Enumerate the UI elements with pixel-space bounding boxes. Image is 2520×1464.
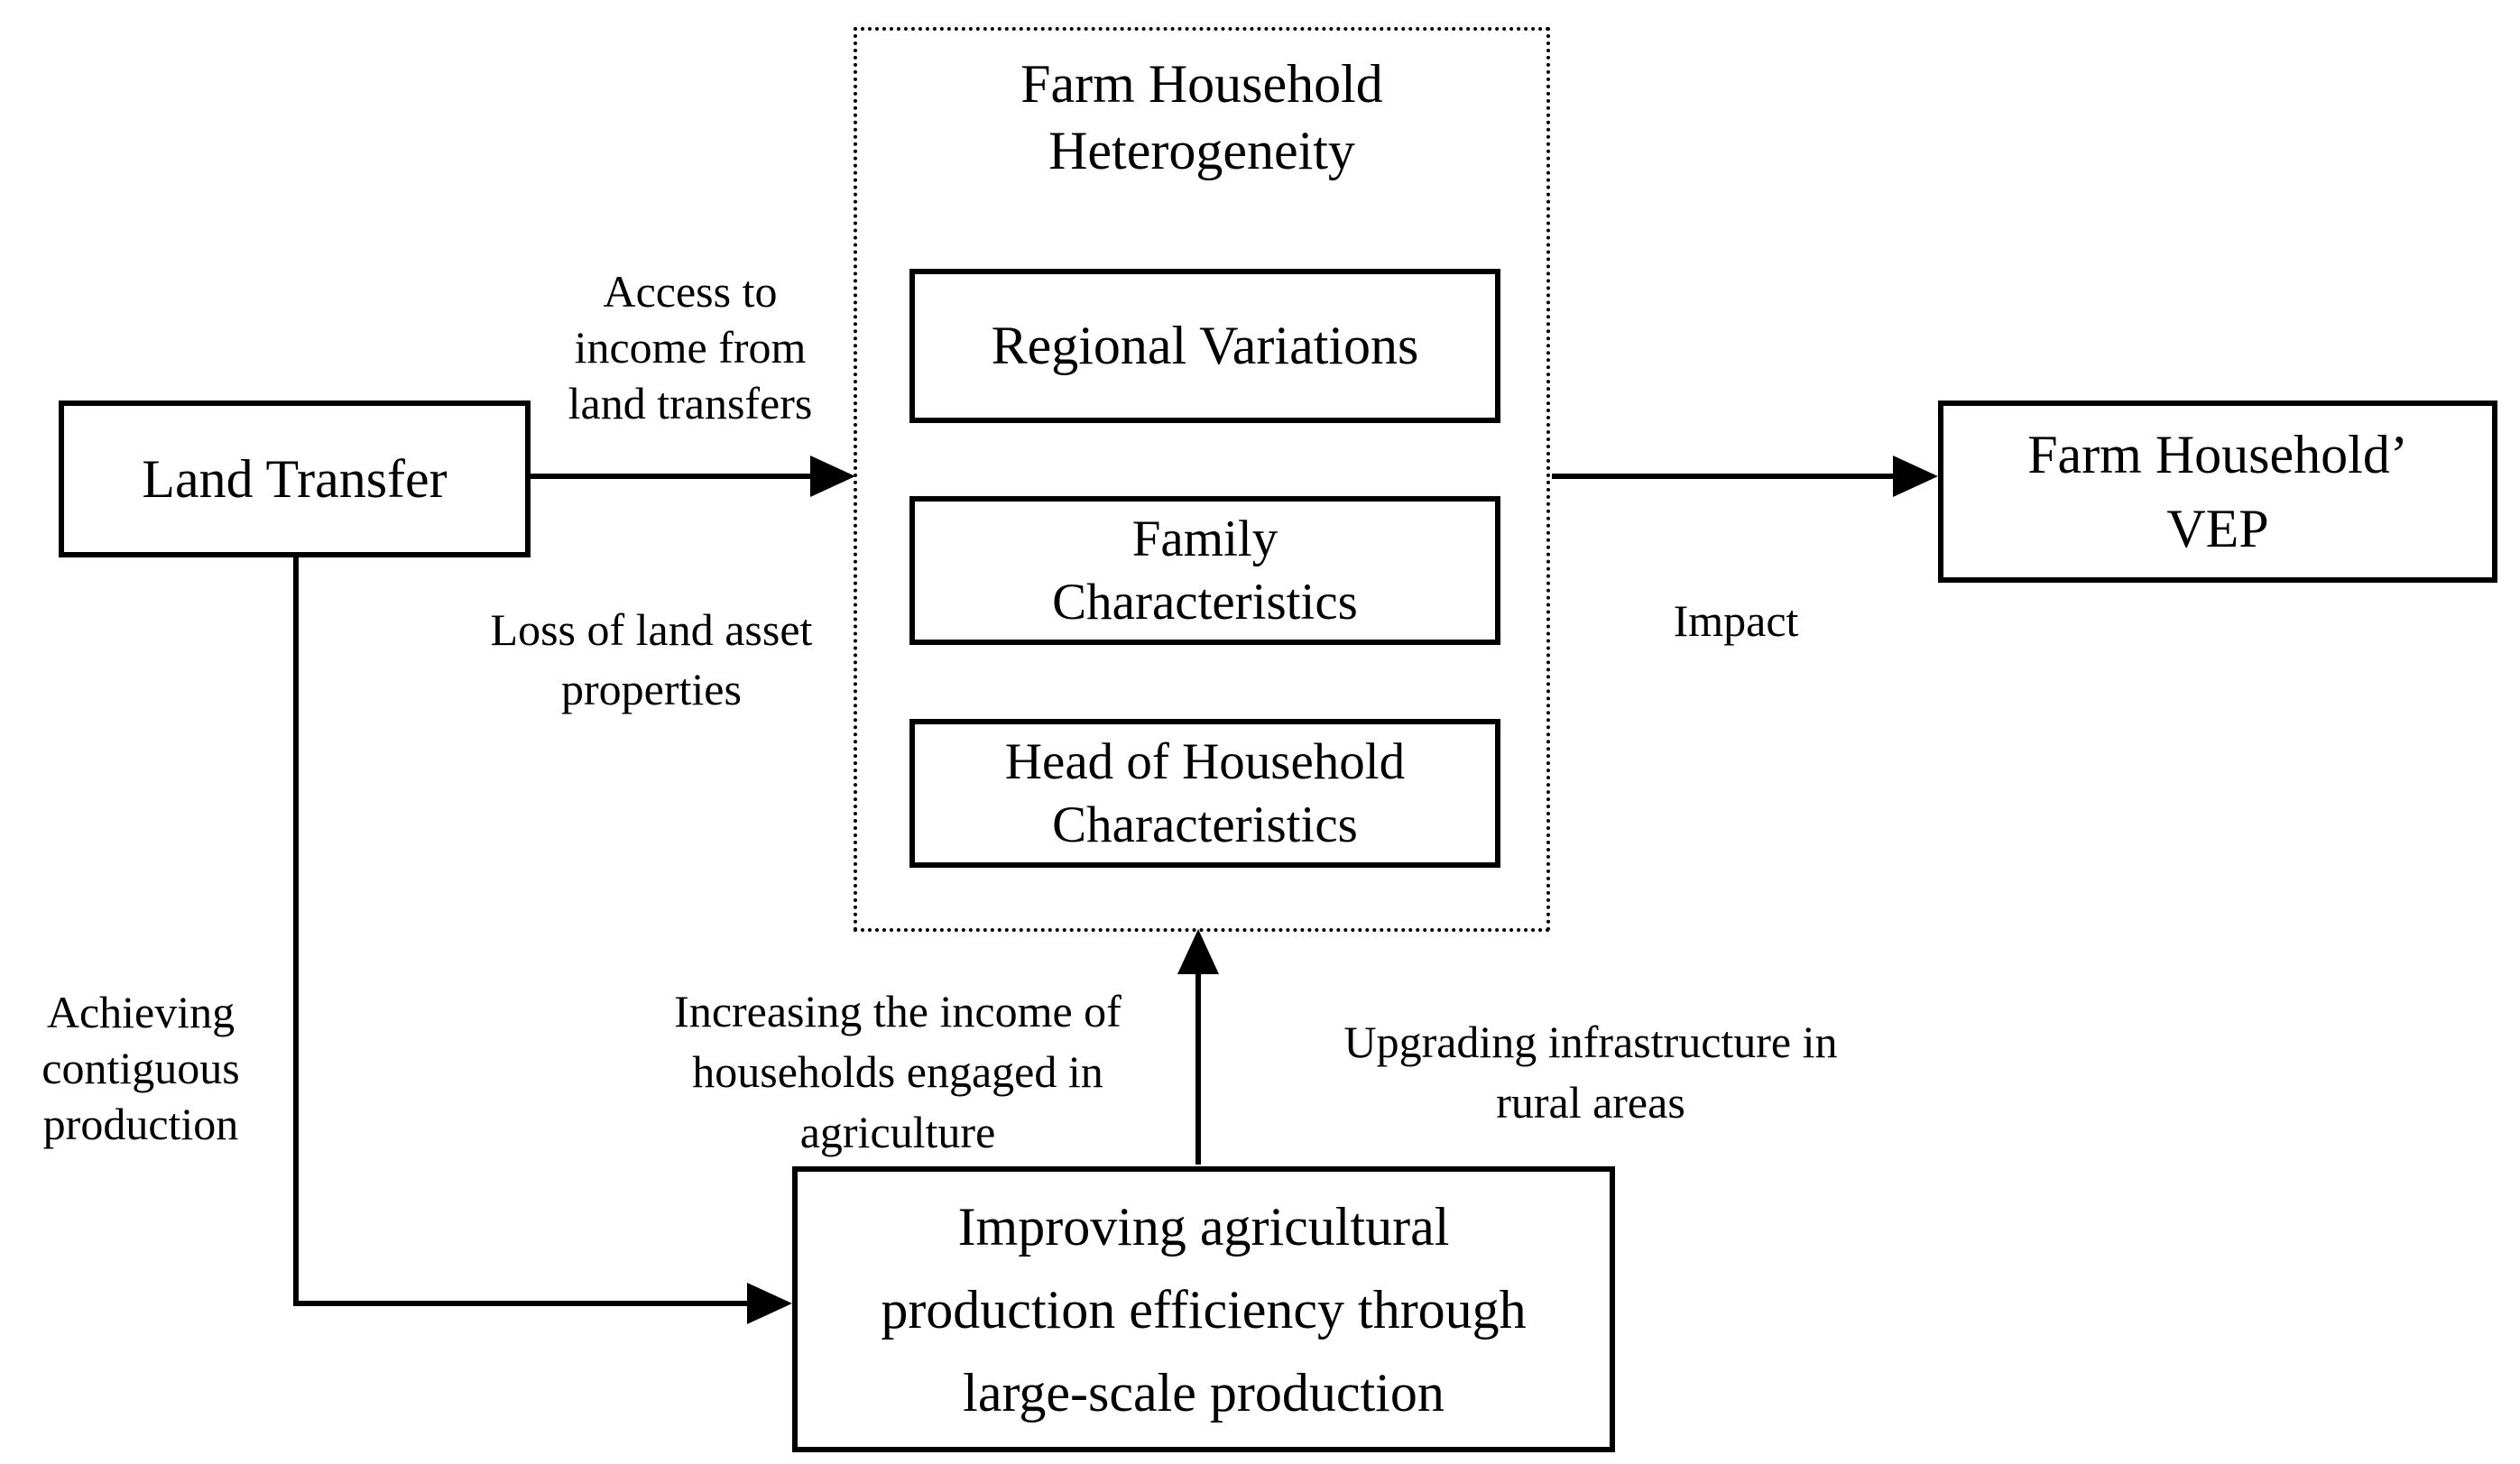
arrowhead-up-icon	[1177, 929, 1219, 974]
heterogeneity-group-title: Farm Household Heterogeneity	[1020, 54, 1383, 180]
edge-label-access-income: Access to income from land transfers	[568, 266, 813, 428]
edge-label-increasing-income: Increasing the income of households enga…	[674, 986, 1122, 1157]
node-family-characteristics: Family Characteristics	[909, 496, 1500, 645]
arrow-improving-to-heterogeneity	[1177, 929, 1219, 1165]
arrow-heterogeneity-to-vep	[1552, 456, 1938, 497]
node-regional-variations: Regional Variations	[909, 269, 1500, 423]
edge-label-upgrading-infrastructure: Upgrading infrastructure in rural areas	[1343, 1017, 1838, 1128]
edge-label-impact: Impact	[1673, 595, 1799, 646]
node-head-of-household-characteristics: Head of Household Characteristics	[909, 719, 1500, 868]
arrow-land-transfer-to-heterogeneity	[531, 456, 855, 497]
node-land-transfer: Land Transfer	[59, 401, 531, 557]
node-farm-household-vep: Farm Household’ VEP	[1938, 401, 2497, 583]
edge-label-achieving-contiguous: Achieving contiguous production	[42, 987, 240, 1149]
arrowhead-right-icon	[810, 456, 855, 497]
heterogeneity-group-container	[854, 27, 1550, 932]
arrowhead-right-icon	[747, 1283, 792, 1324]
edge-label-loss-land-asset: Loss of land asset properties	[490, 604, 813, 714]
arrowhead-right-icon	[1893, 456, 1938, 497]
node-improving-efficiency: Improving agricultural production effici…	[792, 1166, 1615, 1452]
